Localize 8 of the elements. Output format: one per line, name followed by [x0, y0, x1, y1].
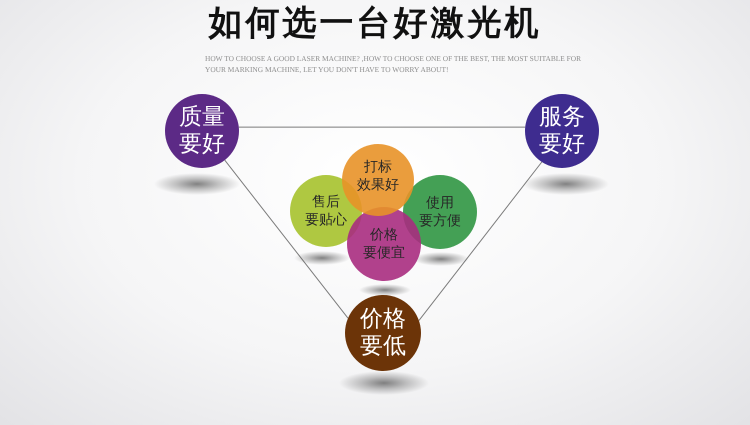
title: 如何选一台好激光机 [208, 3, 542, 43]
category-circle: 价格要低 [345, 295, 421, 371]
connector-line [418, 162, 542, 322]
category-circle: 质量要好 [165, 94, 239, 168]
category-circle: 服务要好 [525, 94, 599, 168]
factor-circle: 打标效果好 [342, 144, 414, 216]
connector-line [238, 126, 526, 128]
connector-line [224, 160, 348, 319]
